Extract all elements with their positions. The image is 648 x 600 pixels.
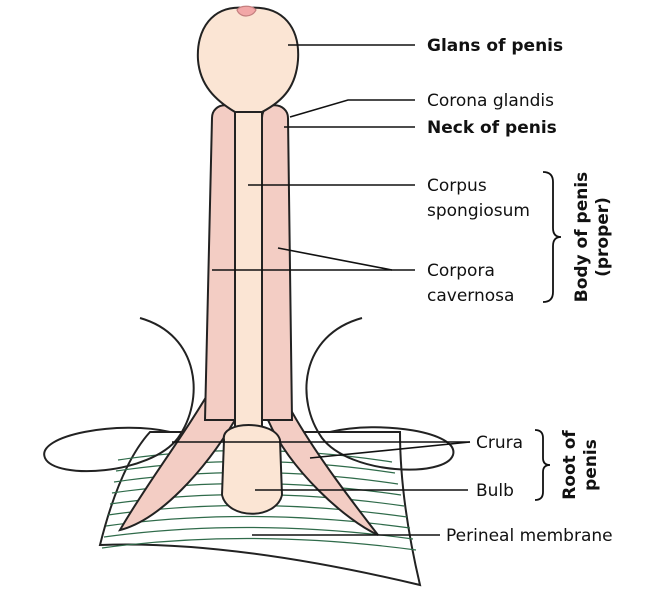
group-braces (534, 171, 562, 501)
structure-labels: Glans of penis Corona glandis Neck of pe… (427, 36, 613, 546)
glans-shape (196, 6, 300, 113)
crura-leader-right (309, 441, 471, 459)
crura-label: Crura (476, 433, 523, 453)
spongiosum-label-line2: spongiosum (427, 201, 530, 221)
cavernosa-label-line1: Corpora (427, 261, 495, 281)
corona-leader (289, 99, 415, 118)
right-fascia-loop (305, 317, 455, 471)
root-group-label-line1: Root of (560, 430, 580, 500)
root-brace (534, 429, 551, 501)
bulb-of-penis (220, 424, 284, 515)
membrane-fibre-line (103, 526, 414, 540)
root-group-label-line2: penis (581, 439, 601, 491)
perineal-label: Perineal membrane (446, 526, 613, 546)
membrane-fibre-line (101, 537, 417, 551)
body-group-label-line2: (proper) (593, 197, 613, 277)
body-group-label-line1: Body of penis (572, 172, 592, 303)
bulb-label: Bulb (476, 481, 514, 501)
cavernosa-label-line2: cavernosa (427, 286, 514, 306)
neck-label: Neck of penis (427, 118, 557, 138)
spongiosum-label-line1: Corpus (427, 176, 487, 196)
leader-lines (172, 44, 471, 536)
glans-label: Glans of penis (427, 36, 563, 56)
left-fascia-loop (43, 317, 195, 473)
superficial-fascia-loops (43, 317, 455, 473)
cavernosa-leader-right (277, 247, 415, 271)
external-urethral-meatus (236, 5, 257, 17)
body-brace (542, 171, 562, 303)
corpora-cavernosa (117, 104, 379, 536)
corona-label: Corona glandis (427, 91, 554, 111)
group-labels: Body of penis (proper) Root of penis (560, 172, 613, 500)
glans-penis (196, 5, 300, 113)
